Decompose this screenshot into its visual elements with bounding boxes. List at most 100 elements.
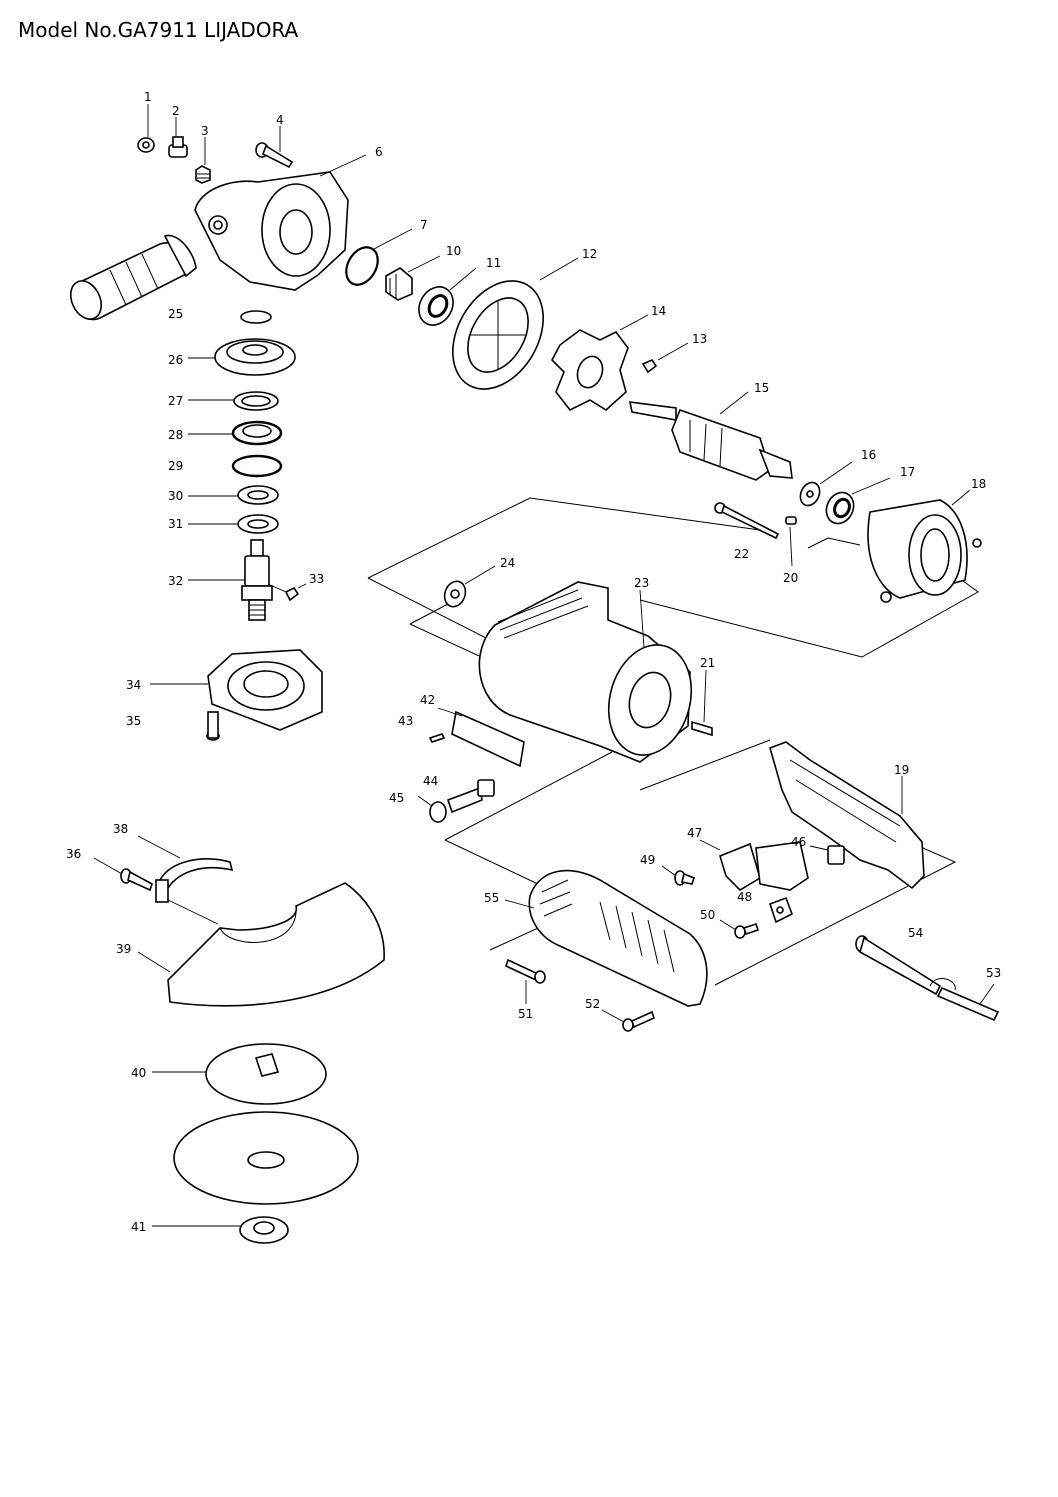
label-part-33: 33 [309,572,324,586]
label-part-53: 53 [986,966,1001,980]
label-part-23: 23 [634,576,649,590]
label-part-17: 17 [900,465,915,479]
label-part-36: 36 [66,847,81,861]
part-14-fan [551,314,649,412]
label-part-16: 16 [861,448,876,462]
label-part-2: 2 [172,104,180,118]
part-29-o-ring [231,454,283,478]
part-44-carbon-brush [446,779,495,814]
part-7-o-ring [345,228,413,286]
label-part-50: 50 [700,908,715,922]
part-50-screw [719,919,760,939]
part-10-pinion [385,255,441,301]
part-36-screw [93,857,153,892]
label-part-18: 18 [971,477,986,491]
part-41-lock-nut [152,1216,289,1244]
part-33-key [267,583,307,602]
part-13-key [641,342,689,374]
label-part-20: 20 [783,571,798,585]
part-2-pin [168,117,188,158]
label-part-24: 24 [500,556,515,570]
label-part-31: 31 [168,517,183,531]
part-1-nut [137,104,155,153]
label-part-51: 51 [518,1007,533,1021]
part-11-bearing [418,267,477,326]
label-part-39: 39 [116,942,131,956]
label-part-55: 55 [484,891,499,905]
part-16-washer [799,461,853,507]
part-26-bevel-gear [188,310,296,376]
part-4-screw [255,126,294,169]
part-17-bearing [825,477,891,525]
depressed-center-wheel [173,1111,359,1205]
part-15-armature [628,391,793,481]
part-24-washer [443,565,496,608]
label-part-44: 44 [423,774,438,788]
part-19-handle-half [769,741,925,890]
label-part-3: 3 [201,124,209,138]
part-18-field-coil [867,489,982,603]
part-39-wheel-guard [137,882,385,1007]
label-part-25: 25 [168,307,183,321]
part-28-bearing [188,420,283,446]
part-52-screw [601,1009,655,1032]
label-part-19: 19 [894,763,909,777]
label-part-32: 32 [168,574,183,588]
part-55-handle-set [504,869,708,1007]
part-22-screw [714,502,780,540]
label-part-11: 11 [486,256,501,270]
part-20-insulator [785,516,797,567]
label-part-4: 4 [276,113,284,127]
label-part-26: 26 [168,353,183,367]
part-12-baffle-plate [452,257,579,390]
label-part-43: 43 [398,714,413,728]
part-32-spindle [188,539,273,621]
part-53-power-cord [929,977,1000,1022]
label-part-47: 47 [687,826,702,840]
part-54-cord-guard [855,935,942,996]
label-part-49: 49 [640,853,655,867]
label-part-1: 1 [144,90,152,104]
label-part-46: 46 [791,835,806,849]
part-25-side-handle [69,234,197,321]
part-49-screw [661,865,695,886]
label-part-22: 22 [734,547,749,561]
label-part-41: 41 [131,1220,146,1234]
part-42-nameplate [437,707,525,768]
label-part-42: 42 [420,693,435,707]
label-part-10: 10 [446,244,461,258]
part-45-brush-cap [417,795,447,823]
label-part-14: 14 [651,304,666,318]
part-43-rivet [428,733,446,743]
part-47-switch [699,839,809,892]
label-part-30: 30 [168,489,183,503]
label-part-52: 52 [585,997,600,1011]
label-part-54: 54 [908,926,923,940]
label-part-27: 27 [168,394,183,408]
part-23-motor-housing [478,581,693,763]
part-30-washer [188,485,279,505]
part-3-spring [195,137,211,184]
part-51-screw [505,958,546,1004]
label-part-21: 21 [700,656,715,670]
part-40-inner-flange [152,1043,327,1105]
part-number-labels: 1 2 3 4 6 7 10 11 12 13 14 15 16 17 18 1… [66,90,1001,1234]
page-title: Model No.GA7911 LIJADORA [18,18,299,42]
label-part-28: 28 [168,428,183,442]
part-35-screw [206,711,220,741]
part-48-strain-relief [768,896,794,924]
label-part-13: 13 [692,332,707,346]
label-part-40: 40 [131,1066,146,1080]
label-part-6: 6 [375,145,383,159]
label-part-35: 35 [126,714,141,728]
label-part-7: 7 [420,218,428,232]
part-34-bearing-box [150,649,323,731]
part-46-terminal [809,845,845,865]
label-part-29: 29 [168,459,183,473]
part-21-screw [691,669,713,737]
part-27-retaining-ring [188,391,279,411]
part-38-clamp-band [137,835,234,903]
label-part-45: 45 [389,791,404,805]
label-part-48: 48 [737,890,752,904]
part-31-labyrinth-ring [188,514,279,534]
